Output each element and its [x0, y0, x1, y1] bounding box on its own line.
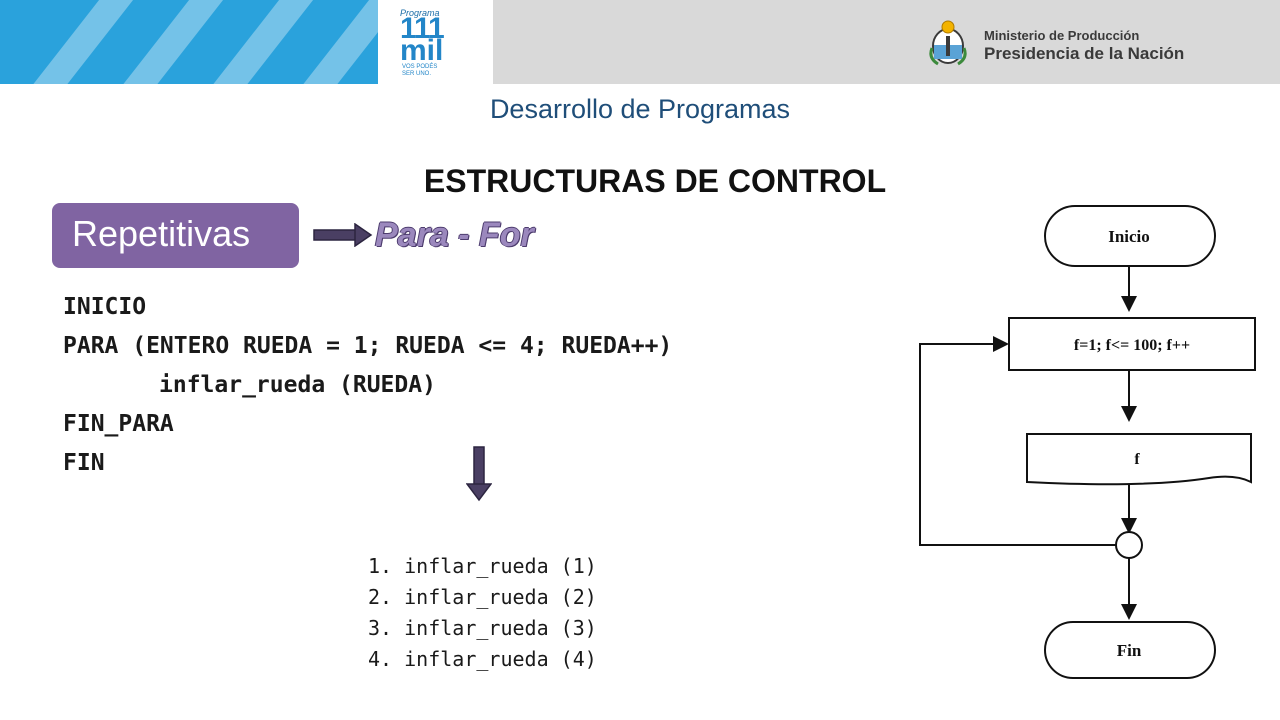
- arrowhead: [1121, 518, 1137, 534]
- banner-blue-band: [0, 0, 419, 84]
- list-item: 1. inflar_rueda (1): [368, 554, 597, 578]
- flow-end-terminal: [1044, 621, 1216, 679]
- slide-subtitle: Desarrollo de Programas: [489, 94, 791, 124]
- code-line: PARA (ENTERO RUEDA = 1; RUEDA <= 4; RUED…: [63, 333, 673, 359]
- list-item: 2. inflar_rueda (2): [368, 585, 597, 609]
- flow-start-terminal: [1044, 205, 1216, 267]
- list-item: 4. inflar_rueda (4): [368, 647, 597, 671]
- flow-body-label: f: [1134, 451, 1140, 468]
- flow-end-label: Fin: [1117, 641, 1142, 660]
- national-seal-icon: [929, 20, 967, 66]
- for-loop-flowchart: Inicio f=1; f<= 100; f++ f Fin: [919, 205, 1256, 679]
- ministry-name: Ministerio de Producción: [984, 28, 1140, 43]
- logo-number: 111: [400, 12, 445, 45]
- list-item: 3. inflar_rueda (3): [368, 616, 597, 640]
- arrowhead: [993, 336, 1009, 352]
- structure-label: Para - For: [375, 216, 534, 254]
- loop-back-connector: [919, 343, 1116, 546]
- flow-start-label: Inicio: [1108, 227, 1150, 246]
- execution-results-list: 1. inflar_rueda (1) 2. inflar_rueda (2) …: [368, 551, 597, 675]
- flow-loop-label: f=1; f<= 100; f++: [1074, 337, 1190, 354]
- programa-111-mil-logo: Programa 111 mil VOS PODÉS SER UNO.: [378, 0, 493, 84]
- slide-title: ESTRUCTURAS DE CONTROL: [423, 163, 887, 199]
- pseudocode-block: INICIO PARA (ENTERO RUEDA = 1; RUEDA <= 4…: [63, 288, 672, 483]
- ministry-logo: Ministerio de Producción Presidencia de …: [928, 14, 1268, 70]
- arrow-right-icon: [313, 223, 373, 247]
- arrowhead: [1121, 296, 1137, 312]
- presidency-name: Presidencia de la Nación: [984, 44, 1185, 63]
- logo-tagline: VOS PODÉS SER UNO.: [402, 64, 438, 77]
- code-line: INICIO: [63, 294, 147, 320]
- logo-programa-text: Programa: [400, 8, 440, 18]
- header-banner: Programa 111 mil VOS PODÉS SER UNO. Mini…: [0, 0, 1280, 84]
- arrow-down-icon: [466, 446, 492, 502]
- flow-loop-box: [1008, 317, 1256, 371]
- code-line: FIN: [63, 450, 105, 476]
- code-line: inflar_rueda (RUEDA): [159, 372, 436, 398]
- banner-stripe: [5, 0, 149, 84]
- category-badge: Repetitivas: [52, 203, 299, 268]
- code-line: FIN_PARA: [63, 411, 174, 437]
- arrowhead: [1121, 604, 1137, 620]
- flow-junction-node: [1115, 531, 1143, 559]
- flow-body-box: [1026, 433, 1252, 486]
- logo-word: mil: [400, 34, 444, 67]
- arrowhead: [1121, 406, 1137, 422]
